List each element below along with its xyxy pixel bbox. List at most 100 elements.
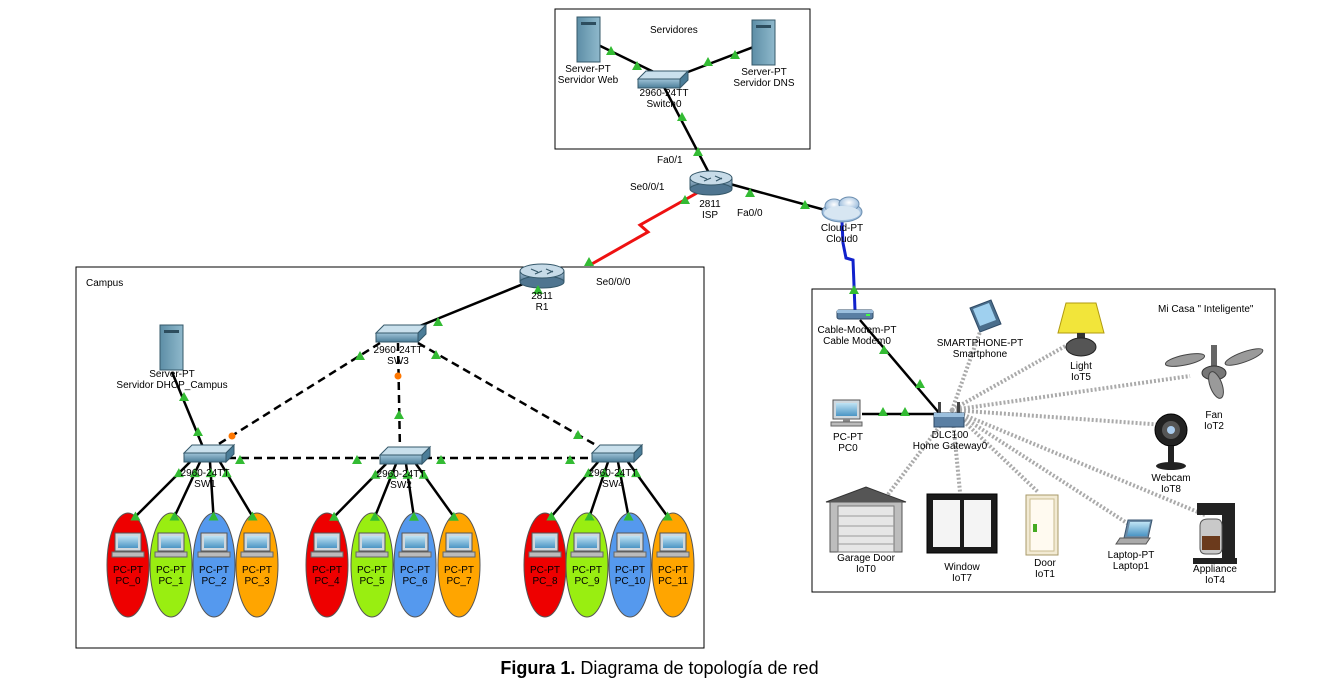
campus-area-label: Campus bbox=[86, 278, 123, 289]
pc-icon[interactable] bbox=[111, 532, 145, 558]
casa-area-label: Mi Casa " Inteligente" bbox=[1158, 304, 1254, 315]
pc-link-pc-end-indicator bbox=[546, 511, 557, 521]
pc-link-switch-end-indicator bbox=[583, 468, 594, 478]
pc-name-label: PC_4 bbox=[314, 576, 339, 587]
sw1-sw2-sw2-end bbox=[352, 455, 362, 464]
port-indicators bbox=[130, 46, 925, 521]
pc-icon[interactable] bbox=[355, 532, 389, 558]
sw3-sw2-sw3-end bbox=[394, 372, 402, 380]
r1-model: 2811 bbox=[531, 291, 553, 302]
server-dns-icon[interactable] bbox=[751, 19, 776, 66]
device-icons bbox=[159, 16, 1264, 564]
switch0-isp-switch-end bbox=[677, 112, 687, 121]
wireless-link-2 bbox=[951, 374, 1191, 412]
modem-gateway-modem-end bbox=[879, 345, 889, 354]
link-sw3-sw2 bbox=[396, 342, 402, 453]
appliance-icon[interactable] bbox=[1193, 503, 1237, 564]
pc-type-label: PC-PT bbox=[156, 565, 186, 576]
switch0-name: Switch0 bbox=[646, 99, 681, 110]
garage-name: IoT0 bbox=[856, 564, 876, 575]
pc-icon[interactable] bbox=[240, 532, 274, 558]
dns-switch0-switch-end bbox=[703, 57, 713, 66]
smartphone-icon[interactable] bbox=[969, 299, 1002, 333]
r1-name: R1 bbox=[536, 302, 549, 313]
pc-icon[interactable] bbox=[613, 532, 647, 558]
fan-type: Fan bbox=[1205, 410, 1222, 421]
pc-link-pc-end-indicator bbox=[369, 511, 380, 521]
door-icon[interactable] bbox=[1025, 494, 1059, 556]
isp-fa00-label: Fa0/0 bbox=[737, 208, 763, 219]
server-dhcp-icon[interactable] bbox=[159, 324, 184, 371]
laptop-icon[interactable] bbox=[1115, 519, 1153, 545]
pc-icon[interactable] bbox=[656, 532, 690, 558]
serial-link-isp-r1 bbox=[589, 191, 698, 267]
server-dns-type: Server-PT bbox=[741, 67, 787, 78]
campus-pcs: PC-PTPC_0PC-PTPC_1PC-PTPC_2PC-PTPC_3PC-P… bbox=[106, 512, 695, 618]
links bbox=[127, 38, 1206, 527]
gateway-name: Home Gateway0 bbox=[913, 441, 988, 452]
pc-icon[interactable] bbox=[197, 532, 231, 558]
sw1-icon[interactable] bbox=[182, 443, 236, 464]
gateway-model: DLC100 bbox=[932, 430, 969, 441]
pc-type-label: PC-PT bbox=[357, 565, 387, 576]
fan-icon[interactable] bbox=[1164, 345, 1264, 400]
home-gateway-icon[interactable] bbox=[933, 402, 965, 428]
modem-name: Cable Modem0 bbox=[823, 336, 891, 347]
servidores-area bbox=[554, 8, 811, 150]
pc-icon[interactable] bbox=[154, 532, 188, 558]
sw3-sw4-sw4-end bbox=[573, 430, 583, 439]
pc-link-pc-end-indicator bbox=[329, 511, 340, 521]
figure-caption: Figura 1. Diagrama de topología de red bbox=[0, 658, 1319, 679]
pc-name-label: PC_5 bbox=[359, 576, 384, 587]
pc-link-pc-end-indicator bbox=[169, 511, 180, 521]
sw2-icon[interactable] bbox=[378, 445, 432, 466]
sw3-sw2-sw2-end bbox=[394, 410, 404, 419]
pc-icon[interactable] bbox=[310, 532, 344, 558]
caption-number: Figura 1. bbox=[500, 658, 576, 678]
server-web-icon[interactable] bbox=[576, 16, 601, 63]
pc-link-switch-end-indicator bbox=[189, 468, 200, 478]
pc-link-switch-end-indicator bbox=[221, 468, 232, 478]
dhcp-type: Server-PT bbox=[149, 369, 195, 380]
pc-icon[interactable] bbox=[570, 532, 604, 558]
cloud-icon[interactable] bbox=[821, 196, 863, 223]
web-switch0-switch-end bbox=[632, 61, 642, 70]
pc-icon[interactable] bbox=[442, 532, 476, 558]
cable-modem-icon[interactable] bbox=[836, 309, 874, 320]
sw3-icon[interactable] bbox=[374, 323, 428, 344]
pc0-gateway-gateway-end bbox=[900, 407, 910, 416]
isp-name: ISP bbox=[702, 210, 718, 221]
server-web-name: Servidor Web bbox=[558, 75, 619, 86]
sw4-icon[interactable] bbox=[590, 443, 644, 464]
wireless-link-3 bbox=[951, 408, 1166, 427]
sw1-model: 2960-24TT bbox=[181, 468, 230, 479]
pc-name-label: PC_8 bbox=[532, 576, 557, 587]
isp-model: 2811 bbox=[699, 199, 721, 210]
pc-link-pc-end-indicator bbox=[408, 511, 419, 521]
pc-link-switch-end-indicator bbox=[370, 469, 381, 479]
laptop-type: Laptop-PT bbox=[1108, 550, 1155, 561]
pc-type-label: PC-PT bbox=[199, 565, 229, 576]
wireless-link-0 bbox=[950, 331, 982, 411]
webcam-icon[interactable] bbox=[1154, 413, 1188, 470]
window-icon[interactable] bbox=[926, 493, 998, 554]
laptop-name: Laptop1 bbox=[1113, 561, 1150, 572]
r1-sw3-r1-end bbox=[533, 285, 543, 294]
garage-door-icon[interactable] bbox=[825, 486, 907, 553]
dhcp-sw1-sw1-end bbox=[193, 427, 203, 436]
sw2-name: SW2 bbox=[390, 480, 412, 491]
pc-icon[interactable] bbox=[528, 532, 562, 558]
isp-router-icon[interactable] bbox=[689, 170, 733, 196]
pc-icon[interactable] bbox=[398, 532, 432, 558]
pc0-icon[interactable] bbox=[830, 399, 863, 427]
switch0-icon[interactable] bbox=[636, 69, 690, 90]
light-type: Light bbox=[1070, 361, 1092, 372]
pc-type-label: PC-PT bbox=[113, 565, 143, 576]
pc-type-label: PC-PT bbox=[530, 565, 560, 576]
r1-router-icon[interactable] bbox=[519, 263, 565, 289]
sw3-sw1-sw1-end bbox=[228, 432, 236, 440]
switch0-isp-isp-end bbox=[693, 147, 703, 156]
pc-link-pc-end-indicator bbox=[247, 511, 258, 521]
light-icon[interactable] bbox=[1057, 302, 1105, 357]
